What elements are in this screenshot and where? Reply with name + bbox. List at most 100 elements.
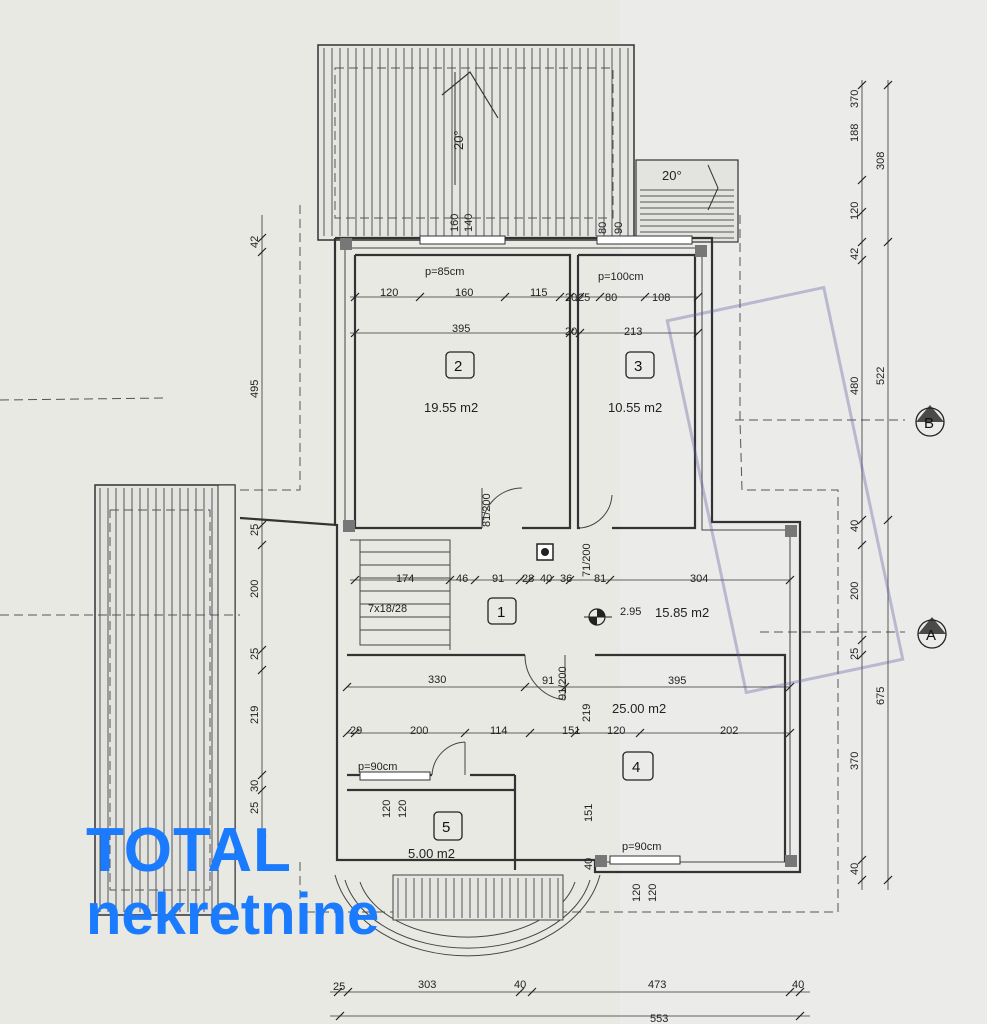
svg-text:80: 80 — [605, 292, 617, 304]
svg-text:188: 188 — [849, 124, 861, 142]
dims-window-room5: 120 120 — [381, 800, 409, 818]
svg-text:40: 40 — [849, 520, 861, 532]
svg-text:473: 473 — [648, 979, 666, 991]
room-area: 25.00 m2 — [612, 701, 666, 716]
svg-text:213: 213 — [624, 326, 642, 338]
dimension-tick — [257, 835, 267, 845]
window-label: p=90cm — [622, 841, 661, 853]
dimension-tick — [857, 175, 867, 185]
svg-text:219: 219 — [249, 706, 261, 724]
svg-text:495: 495 — [249, 380, 261, 398]
svg-text:330: 330 — [428, 674, 446, 686]
svg-text:28: 28 — [522, 573, 534, 585]
room-area: 5.00 m2 — [408, 846, 455, 861]
svg-text:120: 120 — [849, 202, 861, 220]
dimension-tick — [343, 987, 353, 997]
window-label: p=90cm — [358, 761, 397, 773]
dimension-tick — [857, 207, 867, 217]
door-label: 81/200 — [481, 493, 493, 527]
dimension-tick — [515, 987, 525, 997]
dimension-tick — [857, 540, 867, 550]
dimension-tick — [857, 650, 867, 660]
svg-text:A: A — [926, 627, 936, 644]
dimension-tick — [257, 520, 267, 530]
svg-text:120: 120 — [631, 884, 643, 902]
dimension-tick — [565, 328, 575, 338]
watermark: TOTAL nekretnine — [86, 820, 379, 944]
dims-row-200: 29 200 114 151 120 202 — [350, 725, 738, 737]
svg-text:108: 108 — [652, 292, 670, 304]
right-roof: 20° — [635, 159, 739, 243]
room-area: 15.85 m2 — [655, 605, 709, 620]
dimension-tick — [470, 575, 480, 585]
svg-text:120: 120 — [380, 287, 398, 299]
svg-text:91: 91 — [542, 675, 554, 687]
svg-text:90: 90 — [613, 222, 625, 234]
dimension-tick — [575, 328, 585, 338]
svg-text:200: 200 — [849, 582, 861, 600]
dimension-tick — [333, 987, 343, 997]
dimension-tick — [342, 682, 352, 692]
dimension-tick — [350, 292, 360, 302]
svg-text:25: 25 — [578, 292, 590, 304]
room-2: 2 19.55 m2 — [424, 351, 478, 415]
svg-text:151: 151 — [562, 725, 580, 737]
watermark-line1: TOTAL — [86, 816, 292, 885]
svg-text:40: 40 — [540, 573, 552, 585]
stamp — [665, 285, 905, 695]
dimension-tick — [857, 515, 867, 525]
level-value: 2.95 — [620, 606, 641, 618]
svg-text:25: 25 — [333, 981, 345, 993]
svg-text:200: 200 — [410, 725, 428, 737]
svg-text:36: 36 — [560, 573, 572, 585]
svg-text:395: 395 — [452, 323, 470, 335]
svg-text:675: 675 — [875, 687, 887, 705]
dimension-tick — [795, 987, 805, 997]
svg-text:370: 370 — [849, 90, 861, 108]
svg-text:20: 20 — [565, 326, 577, 338]
door-label: 71/200 — [581, 543, 593, 577]
svg-text:151: 151 — [583, 804, 595, 822]
dims-top-row2: 395 20 213 — [452, 323, 642, 338]
dimension-tick — [460, 728, 470, 738]
svg-text:304: 304 — [690, 573, 708, 585]
roof-slope-top: 20° — [451, 130, 466, 150]
left-terrace — [94, 484, 236, 916]
svg-text:370: 370 — [849, 752, 861, 770]
stairs-label: 7x18/28 — [368, 603, 407, 615]
svg-text:25: 25 — [849, 648, 861, 660]
dimension-tick — [257, 540, 267, 550]
room-area: 19.55 m2 — [424, 400, 478, 415]
dims-mid-row: 174 46 91 28 40 36 81 304 — [396, 573, 708, 585]
dimension-tick — [635, 728, 645, 738]
svg-text:303: 303 — [418, 979, 436, 991]
svg-text:42: 42 — [249, 236, 261, 248]
svg-text:25: 25 — [249, 524, 261, 536]
level-marker — [584, 608, 612, 626]
dimension-tick — [565, 292, 575, 302]
svg-text:40: 40 — [514, 979, 526, 991]
dims-bottom-row1: 25 303 40 473 40 — [333, 979, 804, 993]
svg-text:40: 40 — [583, 858, 595, 870]
room-5: 5 5.00 m2 — [408, 811, 463, 861]
room-number: 1 — [497, 604, 505, 621]
dimension-tick — [785, 682, 795, 692]
dimension-tick — [257, 645, 267, 655]
dimension-tick — [857, 80, 867, 90]
svg-text:91: 91 — [492, 573, 504, 585]
svg-text:202: 202 — [720, 725, 738, 737]
dims-right-top: 370 188 120 — [849, 90, 861, 220]
dimension-tick — [257, 770, 267, 780]
dimension-tick — [555, 292, 565, 302]
svg-text:480: 480 — [849, 377, 861, 395]
window-label: p=100cm — [598, 271, 644, 283]
dimension-tick — [605, 575, 615, 585]
window-label: p=85cm — [425, 266, 464, 278]
axis-marker-a: A — [917, 617, 947, 649]
dimension-tick — [883, 237, 893, 247]
svg-text:308: 308 — [875, 152, 887, 170]
dimension-tick — [857, 237, 867, 247]
svg-text:395: 395 — [668, 675, 686, 687]
dimension-tick — [257, 785, 267, 795]
